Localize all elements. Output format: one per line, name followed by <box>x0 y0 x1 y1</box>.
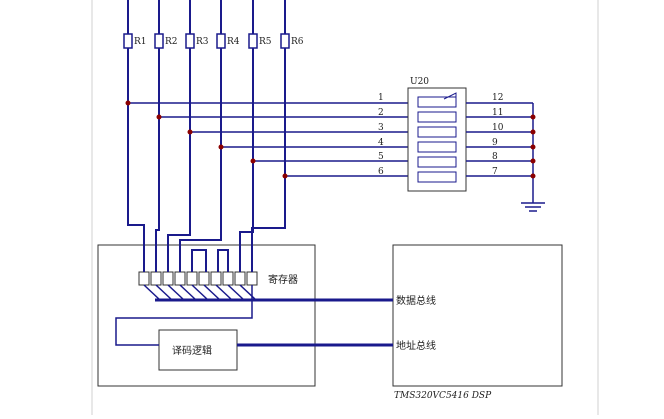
junction-dot <box>218 144 224 150</box>
dsp-label: TMS320VC5416 DSP <box>394 391 492 401</box>
register-cell <box>162 271 174 286</box>
resistor-r1 <box>123 33 133 49</box>
pin-right-11: 11 <box>492 108 503 118</box>
ground-icon <box>521 202 545 212</box>
switch-input-lines <box>128 102 408 177</box>
register-cell <box>138 271 150 286</box>
switch-toggle <box>417 96 457 108</box>
switch-marker <box>443 92 457 100</box>
resistor-r3 <box>185 33 195 49</box>
chip-name-label: U20 <box>410 77 429 87</box>
resistor-label-r5: R5 <box>259 37 272 47</box>
register-cell <box>198 271 210 286</box>
junction-dots-right <box>530 114 536 179</box>
pin-right-10: 10 <box>492 123 504 133</box>
switch-toggle <box>417 141 457 153</box>
address-bus-label: 地址总线 <box>396 339 436 352</box>
junction-dot <box>530 144 536 150</box>
register-cell <box>222 271 234 286</box>
resistor-label-r2: R2 <box>165 37 178 47</box>
decode-wires <box>115 285 393 347</box>
switch-output-lines <box>466 102 534 203</box>
pin-left-6: 6 <box>378 167 384 177</box>
signal-wires <box>127 0 286 272</box>
resistor-r6 <box>280 33 290 49</box>
junction-dot <box>250 158 256 164</box>
register-cell <box>210 271 222 286</box>
switch-toggle <box>417 156 457 168</box>
junction-dot <box>156 114 162 120</box>
register-cell <box>174 271 186 286</box>
register-cell <box>246 271 258 286</box>
register-cell <box>186 271 198 286</box>
resistor-r4 <box>216 33 226 49</box>
decode-logic-box <box>158 329 238 371</box>
junction-dot <box>125 100 131 106</box>
junction-dot <box>530 158 536 164</box>
register-label: 寄存器 <box>268 273 298 286</box>
data-bus-lines <box>143 284 393 302</box>
junction-dot <box>530 129 536 135</box>
junction-dot <box>530 173 536 179</box>
register-cell <box>150 271 162 286</box>
pin-right-12: 12 <box>492 93 503 103</box>
data-bus-label: 数据总线 <box>396 294 436 307</box>
pin-left-2: 2 <box>378 108 384 118</box>
register-cell <box>234 271 246 286</box>
pin-right-7: 7 <box>492 167 498 177</box>
pin-left-4: 4 <box>378 138 384 148</box>
pin-left-5: 5 <box>378 152 384 162</box>
switch-toggles <box>417 96 457 183</box>
resistor-label-r6: R6 <box>291 37 304 47</box>
pin-right-9: 9 <box>492 138 498 148</box>
resistor-label-r4: R4 <box>227 37 240 47</box>
resistor-r2 <box>154 33 164 49</box>
junction-dot <box>530 114 536 120</box>
junction-dot <box>282 173 288 179</box>
dsp-block <box>392 244 563 387</box>
dip-switch-u20 <box>407 87 467 192</box>
register-cells <box>138 271 258 286</box>
pin-left-3: 3 <box>378 123 384 133</box>
pin-left-1: 1 <box>378 93 384 103</box>
switch-toggle <box>417 126 457 138</box>
fpga-block <box>97 244 316 387</box>
switch-toggle <box>417 171 457 183</box>
resistor-r5 <box>248 33 258 49</box>
pin-right-8: 8 <box>492 152 498 162</box>
resistor-label-r1: R1 <box>134 37 147 47</box>
junction-dot <box>187 129 193 135</box>
decode-logic-label: 译码逻辑 <box>172 344 212 357</box>
switch-toggle <box>417 111 457 123</box>
junction-dots-left <box>125 100 288 179</box>
resistor-label-r3: R3 <box>196 37 209 47</box>
resistor-symbols <box>123 33 290 49</box>
